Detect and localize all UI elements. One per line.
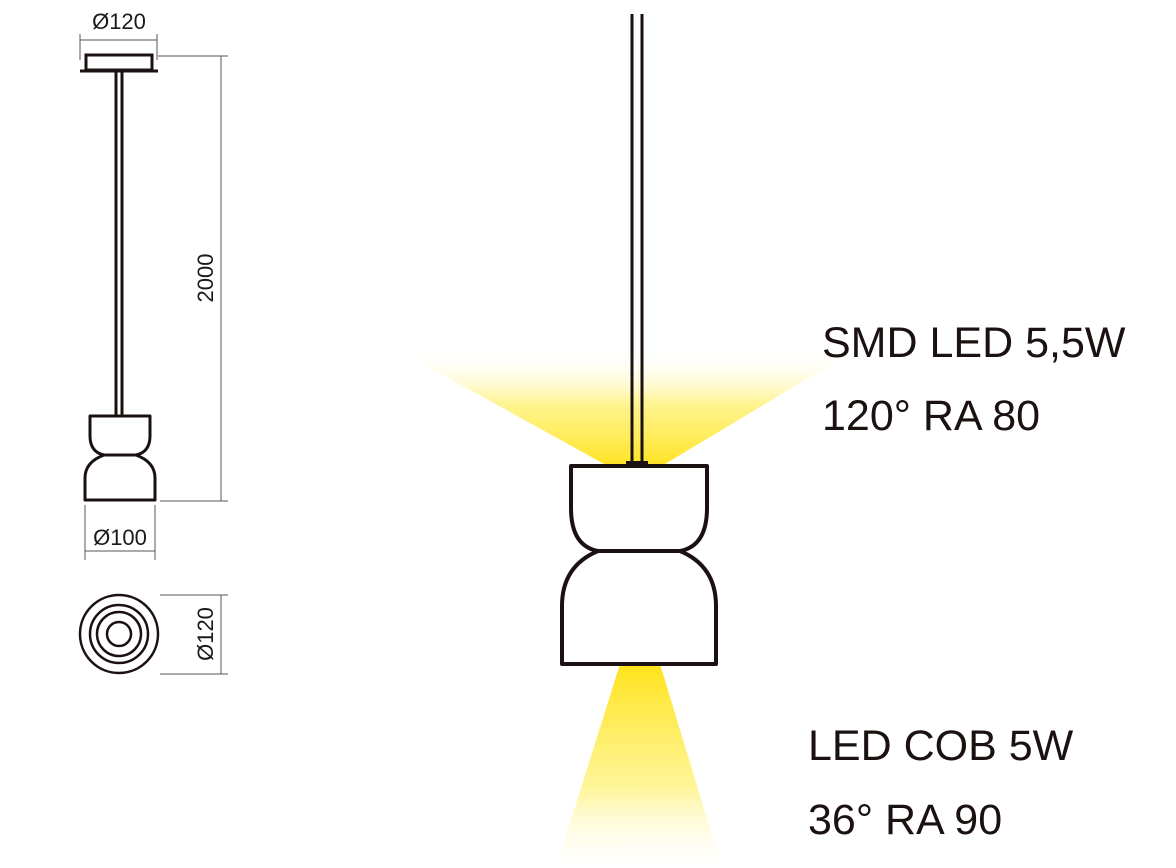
- pendant-body: [560, 464, 718, 666]
- bottom-view: Ø120: [78, 593, 228, 675]
- side-view: Ø120 2000 Ø100: [79, 9, 228, 560]
- pendant-cable: [630, 14, 644, 466]
- upward-light-beam: [398, 350, 855, 470]
- lower-spec-line2: 36° RA 90: [808, 796, 1002, 844]
- shade-dimension: [84, 505, 156, 560]
- canopy-diameter-label: Ø120: [92, 9, 146, 34]
- bottom-view-dimension: [160, 594, 228, 675]
- lower-light-spec: LED COB 5W 36° RA 90: [808, 722, 1074, 844]
- illuminated-view: [398, 14, 855, 868]
- shade-diameter-label: Ø100: [93, 525, 147, 550]
- canopy-dimension: [79, 34, 158, 60]
- canopy: [80, 53, 158, 73]
- upper-light-spec: SMD LED 5,5W 120° RA 80: [822, 319, 1126, 440]
- cable: [114, 72, 124, 415]
- bottom-view-diameter-label: Ø120: [193, 607, 218, 661]
- upper-spec-line2: 120° RA 80: [822, 392, 1040, 440]
- height-dimension: [158, 55, 228, 502]
- lower-spec-line1: LED COB 5W: [808, 722, 1074, 770]
- downward-light-beam: [556, 664, 722, 868]
- cable-length-label: 2000: [193, 254, 218, 303]
- upper-spec-line1: SMD LED 5,5W: [822, 319, 1126, 367]
- lamp-body-small: [83, 414, 157, 502]
